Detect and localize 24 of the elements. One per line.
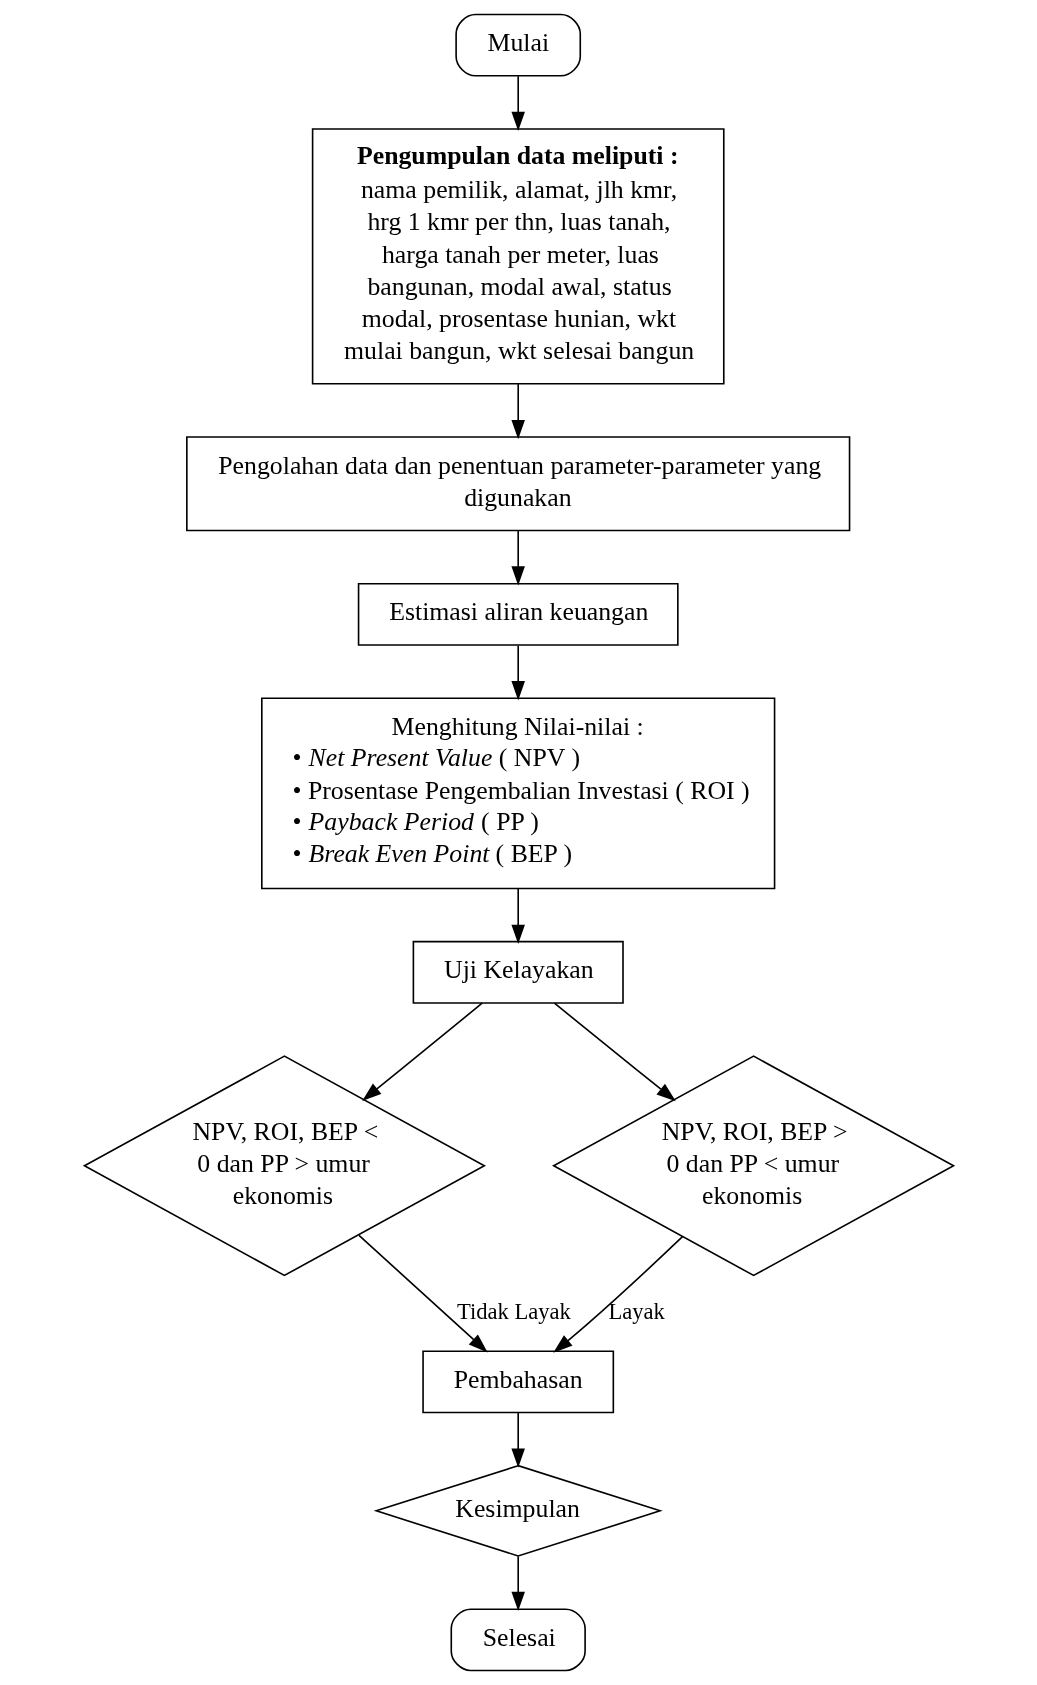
edge-label: Tidak Layak	[456, 1299, 571, 1325]
arrow	[361, 1002, 483, 1101]
arrow	[510, 383, 525, 440]
node-diamond: Kesimpulan	[373, 1464, 663, 1557]
arrow	[510, 529, 525, 586]
arrow	[357, 1234, 488, 1353]
node-box: Pembahasan	[421, 1350, 614, 1414]
node-box: Mulai	[454, 13, 581, 77]
node-box: Estimasi aliran keuangan	[357, 582, 679, 646]
arrow	[510, 644, 525, 701]
arrow	[510, 1555, 525, 1612]
arrow	[552, 1235, 683, 1353]
arrow	[510, 1411, 525, 1468]
node-box: Uji Kelayakan	[412, 940, 624, 1004]
arrow	[510, 75, 525, 132]
node-box: Pengumpulan data meliputi : nama pemilik, alamat, jlh kmr, hrg 1 kmr per thn, luas tanah, harga tanah per meter, luas bangunan, modal awal, status modal, prosentase hunian, wkt mulai bangun, wkt selesai bangun	[311, 128, 725, 385]
node-diamond: NPV, ROI, BEP > 0 dan PP < umur ekonomis	[551, 1055, 955, 1277]
edge-label: Layak	[607, 1299, 665, 1325]
node-box: Selesai	[449, 1608, 586, 1672]
node-box: Pengolahan data dan penentuan parameter-parameter yang digunakan	[185, 436, 850, 532]
node-diamond: NPV, ROI, BEP < 0 dan PP > umur ekonomis	[82, 1055, 486, 1277]
node-box: Menghitung Nilai-nilai : • Net Present Value ( NPV ) • Prosentase Pengembalian Investasi ( ROI ) • Payback Period ( PP ) • Break Even Point ( BEP )	[260, 697, 775, 890]
arrow	[510, 887, 525, 945]
arrow	[553, 1002, 676, 1102]
